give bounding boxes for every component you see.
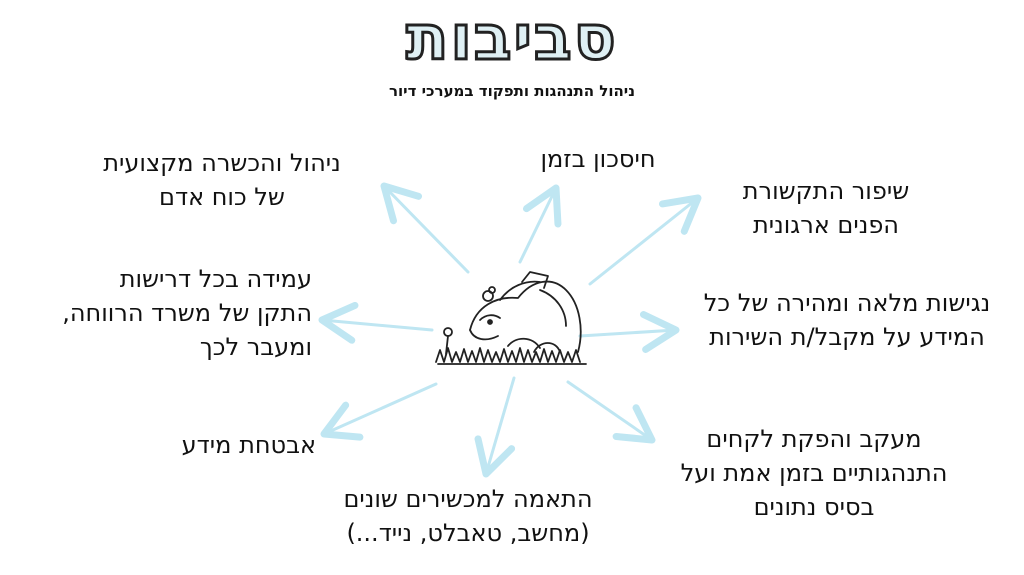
cartoon-creature-icon: [435, 271, 587, 365]
label-device-compatibility: התאמה למכשירים שונים (מחשב, טאבלט, נייד.…: [343, 485, 593, 547]
label-tracking: מעקב והפקת לקחים התנהגותיים בזמן אמת ועל…: [680, 425, 948, 521]
arrow-to-access: [578, 310, 680, 353]
arrow-to-devices: [474, 376, 516, 478]
arrow-to-communication: [588, 194, 702, 286]
label-communication: שיפור התקשורת הפנים ארגונית: [742, 177, 910, 239]
label-standards: עמידה בכל דרישות התקן של משרד הרווחה, ומ…: [62, 265, 312, 361]
arrow-to-staff: [380, 182, 470, 274]
arrow-to-standards: [318, 301, 434, 344]
page-subtitle: ניהול התנהגות ותפקוד במערכי דיור: [388, 82, 635, 100]
label-data-security: אבטחת מידע: [181, 431, 316, 459]
arrow-to-time: [518, 184, 562, 264]
arrow-to-tracking: [566, 380, 656, 444]
label-staff-training: ניהול והכשרה מקצועית של כוח אדם: [103, 149, 341, 211]
arrow-to-security: [320, 382, 438, 441]
label-time-saving: חיסכון בזמן: [540, 145, 656, 173]
label-information-access: נגישות מלאה ומהירה של כל המידע על מקבל/ת…: [703, 289, 991, 351]
page-title: סביבות: [405, 0, 618, 75]
